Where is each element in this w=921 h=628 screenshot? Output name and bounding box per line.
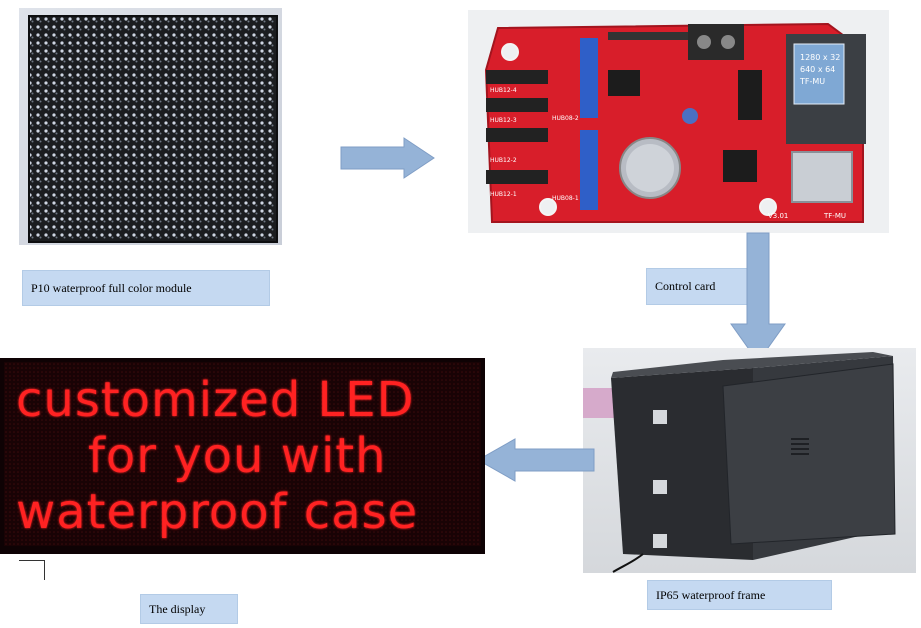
display-line-1: customized LED xyxy=(16,372,415,428)
hub12-3-label: HUB12-3 xyxy=(490,117,517,124)
hub08-2-label: HUB08-2 xyxy=(552,115,579,122)
display-line-3: waterproof case xyxy=(16,484,418,540)
module-label-text: P10 waterproof full color module xyxy=(31,280,192,295)
card-model: TF-MU xyxy=(823,212,846,220)
arrow-right-icon xyxy=(340,137,436,179)
sticker-text-3: TF-MU xyxy=(799,77,825,86)
display-label-text: The display xyxy=(149,601,206,616)
card-version: V3.01 xyxy=(768,212,788,220)
hub12-2-label: HUB12-2 xyxy=(490,157,517,164)
waterproof-frame-photo xyxy=(583,348,916,573)
hub12-4-label: HUB12-4 xyxy=(490,87,517,94)
corner-mark xyxy=(19,560,48,580)
hub12-1-label: HUB12-1 xyxy=(490,191,517,198)
module-label: P10 waterproof full color module xyxy=(22,270,270,306)
hub08-1-label: HUB08-1 xyxy=(552,195,579,202)
led-module-photo xyxy=(19,8,282,245)
sticker-text-2: 640 x 64 xyxy=(800,65,835,74)
display-line-2: for you with xyxy=(88,428,387,484)
sticker-text-1: 1280 x 32 xyxy=(800,53,840,62)
arrow-left-icon xyxy=(477,438,595,482)
control-card-photo: 1280 x 32 640 x 64 TF-MU V3.01 TF-MU HUB… xyxy=(468,10,889,233)
frame-label-text: IP65 waterproof frame xyxy=(656,587,766,602)
display-label: The display xyxy=(140,594,238,624)
control-card-label-text: Control card xyxy=(655,279,716,293)
led-display-photo: customized LED for you with waterproof c… xyxy=(0,358,485,554)
frame-label: IP65 waterproof frame xyxy=(647,580,832,610)
arrow-down-icon xyxy=(730,232,786,364)
